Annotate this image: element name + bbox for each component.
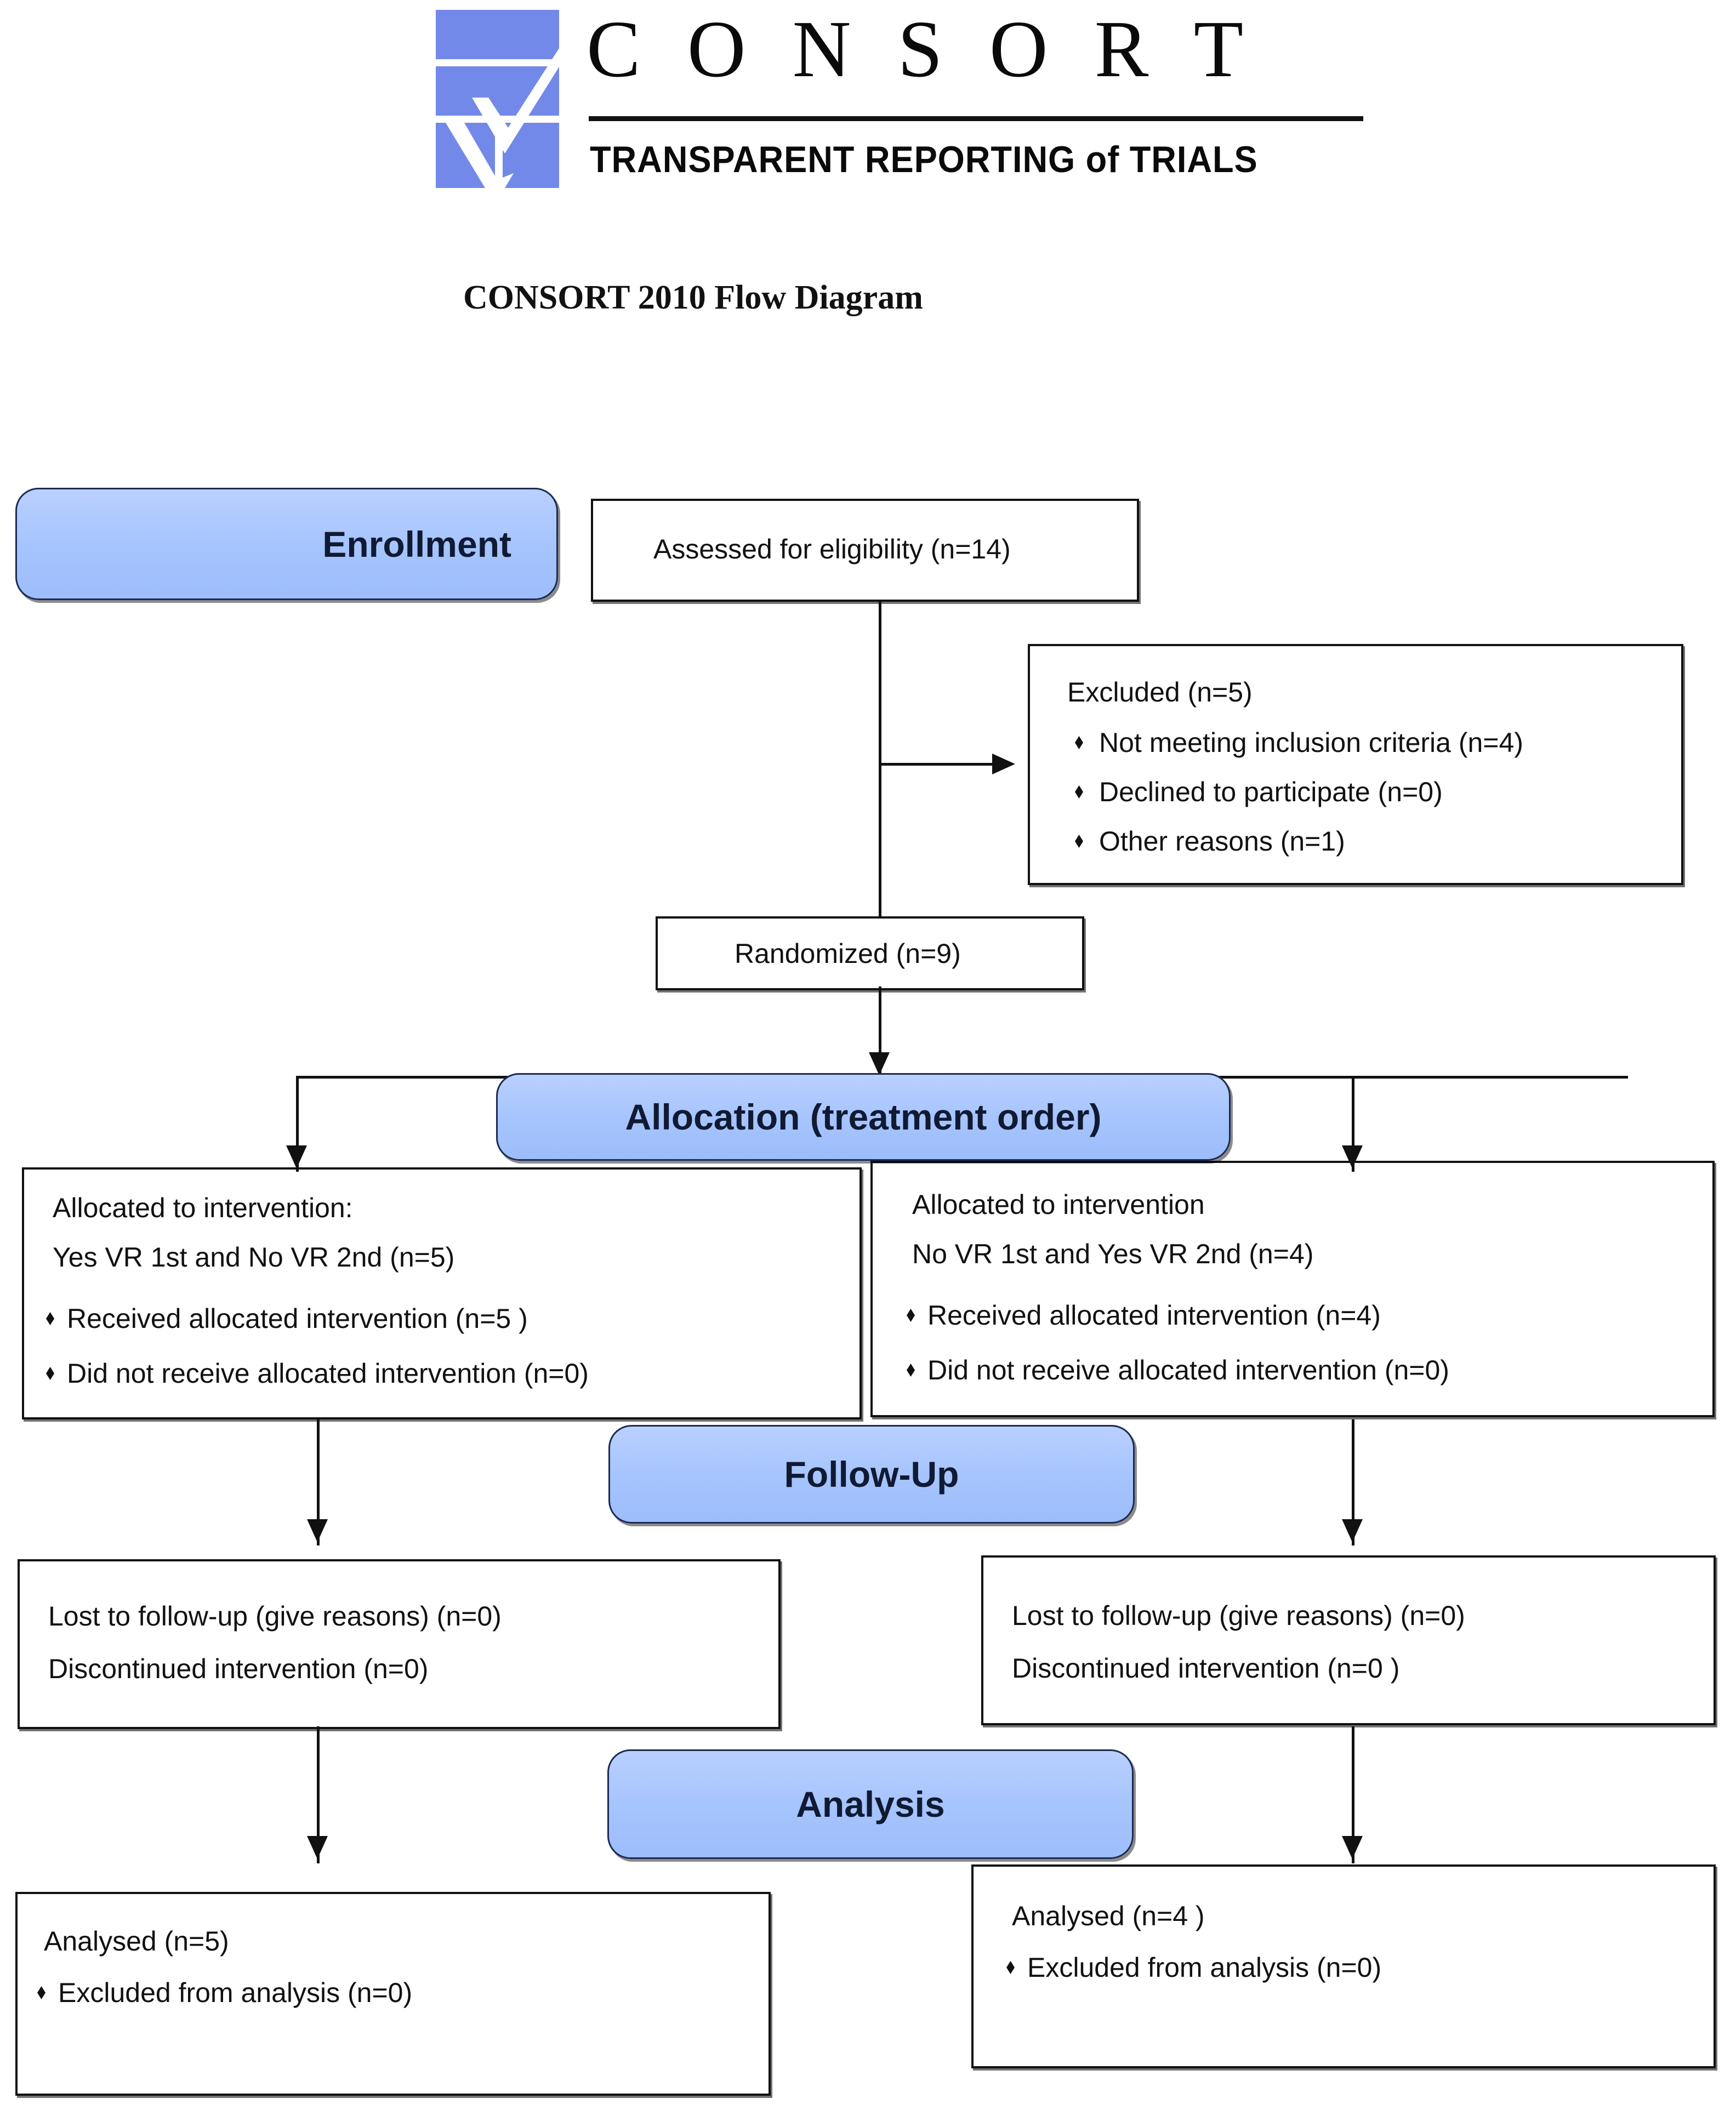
connector-randomized-down bbox=[879, 986, 881, 1078]
analysis-left-heading: Analysed (n=5) bbox=[44, 1926, 229, 1957]
list-item: Received allocated intervention (n=5 ) bbox=[43, 1303, 589, 1334]
arrowhead-allocation-right bbox=[1342, 1145, 1363, 1168]
stage-band-followup-label: Follow-Up bbox=[784, 1454, 959, 1495]
node-allocated-right: Allocated to intervention No VR 1st and … bbox=[870, 1161, 1715, 1417]
logo-band-middle bbox=[436, 66, 559, 116]
list-item: Did not receive allocated intervention (… bbox=[903, 1355, 1449, 1385]
allocated-left-bullet-list: Received allocated intervention (n=5 ) D… bbox=[43, 1303, 589, 1389]
stage-band-allocation: Allocation (treatment order) bbox=[496, 1073, 1231, 1161]
arrowhead-randomized-to-allocation bbox=[869, 1052, 890, 1075]
list-item: Other reasons (n=1) bbox=[1067, 826, 1523, 857]
connector-to-excluded bbox=[879, 763, 994, 766]
node-allocated-left: Allocated to intervention: Yes VR 1st an… bbox=[22, 1167, 862, 1419]
allocated-right-line-2: No VR 1st and Yes VR 2nd (n=4) bbox=[912, 1239, 1314, 1269]
connector-alloc-right-to-followup bbox=[1352, 1419, 1354, 1546]
connector-assessed-to-randomized bbox=[879, 600, 881, 918]
allocated-right-bullet-list: Received allocated intervention (n=4) Di… bbox=[903, 1300, 1449, 1385]
list-item: Excluded from analysis (n=0) bbox=[34, 1977, 412, 2008]
excluded-bullet-list: Not meeting inclusion criteria (n=4) Dec… bbox=[1067, 727, 1523, 857]
stage-band-allocation-label: Allocation (treatment order) bbox=[625, 1097, 1102, 1137]
stage-band-analysis: Analysis bbox=[607, 1749, 1134, 1859]
arrowhead-analysis-right bbox=[1342, 1836, 1363, 1859]
brand-word: C O N S O R T bbox=[587, 4, 1257, 94]
arrowhead-followup-right bbox=[1342, 1519, 1363, 1542]
node-randomized: Randomized (n=9) bbox=[656, 916, 1084, 990]
diamond-bullet-icon bbox=[907, 1309, 915, 1322]
list-item: Received allocated intervention (n=4) bbox=[903, 1300, 1449, 1331]
node-analysis-right: Analysed (n=4 ) Excluded from analysis (… bbox=[971, 1864, 1716, 2068]
list-item: Declined to participate (n=0) bbox=[1067, 777, 1523, 807]
allocated-right-line-1: Allocated to intervention bbox=[912, 1189, 1205, 1220]
brand-tagline: TRANSPARENT REPORTING of TRIALS bbox=[590, 139, 1258, 180]
diamond-bullet-icon bbox=[1006, 1961, 1015, 1974]
followup-left-line-2: Discontinued intervention (n=0) bbox=[48, 1653, 429, 1684]
arrowhead-analysis-left bbox=[307, 1836, 328, 1859]
analysis-left-bullet-list: Excluded from analysis (n=0) bbox=[34, 1977, 412, 2008]
node-analysis-left: Analysed (n=5) Excluded from analysis (n… bbox=[15, 1892, 771, 2096]
diamond-bullet-icon bbox=[46, 1367, 54, 1380]
diamond-bullet-icon bbox=[46, 1312, 54, 1325]
consort-wordmark: C O N S O R T TRANSPARENT REPORTING of T… bbox=[587, 4, 1379, 191]
diamond-bullet-icon bbox=[1075, 835, 1083, 848]
node-assessed-for-eligibility: Assessed for eligibility (n=14) bbox=[591, 499, 1139, 602]
diamond-bullet-icon bbox=[1075, 736, 1083, 749]
allocated-left-line-1: Allocated to intervention: bbox=[53, 1193, 353, 1223]
connector-alloc-left-to-followup bbox=[317, 1419, 320, 1546]
logo-band-bottom bbox=[436, 123, 559, 188]
allocated-left-line-2: Yes VR 1st and No VR 2nd (n=5) bbox=[53, 1242, 455, 1273]
followup-left-line-1: Lost to follow-up (give reasons) (n=0) bbox=[48, 1601, 502, 1632]
node-followup-right: Lost to follow-up (give reasons) (n=0) D… bbox=[981, 1555, 1716, 1725]
page-title: CONSORT 2010 Flow Diagram bbox=[463, 279, 923, 316]
assessed-line-1: Assessed for eligibility (n=14) bbox=[653, 534, 1011, 564]
stage-band-enrollment-label: Enrollment bbox=[322, 523, 511, 564]
stage-band-enrollment: Enrollment bbox=[15, 488, 558, 600]
logo-band-top bbox=[436, 10, 559, 59]
consort-logo-block: C O N S O R T TRANSPARENT REPORTING of T… bbox=[436, 4, 1379, 191]
analysis-right-heading: Analysed (n=4 ) bbox=[1012, 1901, 1205, 1931]
list-item: Did not receive allocated intervention (… bbox=[43, 1358, 589, 1389]
diamond-bullet-icon bbox=[37, 1986, 45, 1999]
list-item: Not meeting inclusion criteria (n=4) bbox=[1067, 727, 1523, 758]
connector-allocation-right-drop bbox=[1352, 1076, 1354, 1172]
analysis-right-bullet-list: Excluded from analysis (n=0) bbox=[1003, 1952, 1381, 1983]
diamond-bullet-icon bbox=[1075, 785, 1083, 799]
node-followup-left: Lost to follow-up (give reasons) (n=0) D… bbox=[18, 1559, 781, 1729]
followup-right-line-1: Lost to follow-up (give reasons) (n=0) bbox=[1012, 1600, 1465, 1631]
followup-right-line-2: Discontinued intervention (n=0 ) bbox=[1012, 1653, 1400, 1684]
node-excluded: Excluded (n=5) Not meeting inclusion cri… bbox=[1028, 644, 1683, 885]
connector-allocation-left-drop bbox=[296, 1076, 299, 1172]
arrowhead-followup-left bbox=[307, 1519, 328, 1542]
list-item: Excluded from analysis (n=0) bbox=[1003, 1952, 1381, 1983]
consort-logo-check-mark-icon bbox=[436, 10, 559, 188]
connector-followup-right-to-analysis bbox=[1352, 1726, 1354, 1863]
stage-band-followup: Follow-Up bbox=[608, 1425, 1135, 1524]
diamond-bullet-icon bbox=[907, 1364, 915, 1377]
connector-followup-left-to-analysis bbox=[317, 1726, 320, 1863]
arrowhead-allocation-left bbox=[286, 1145, 307, 1168]
arrowhead-to-excluded bbox=[992, 754, 1015, 774]
randomized-line-1: Randomized (n=9) bbox=[735, 938, 961, 969]
wordmark-divider bbox=[589, 116, 1363, 121]
stage-band-analysis-label: Analysis bbox=[796, 1784, 945, 1824]
excluded-heading: Excluded (n=5) bbox=[1067, 677, 1253, 708]
